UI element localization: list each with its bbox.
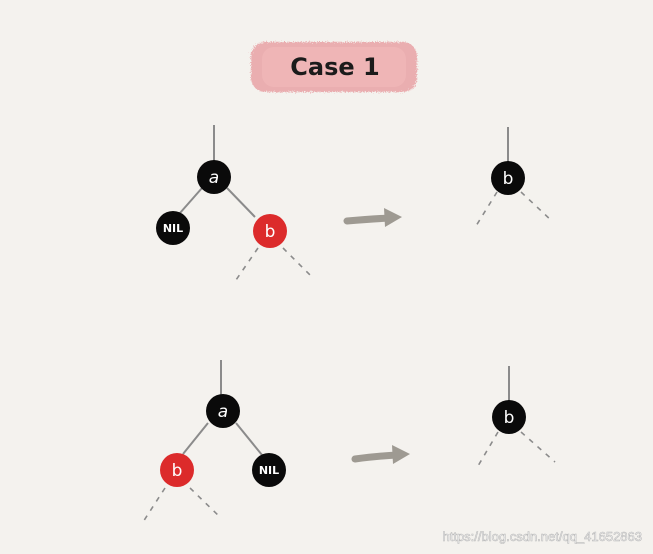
node-b-black: b xyxy=(491,161,525,195)
node-b-black: b xyxy=(492,400,526,434)
bottom-transform-arrow xyxy=(351,445,410,464)
top-right-edge xyxy=(226,187,256,218)
node-nil: NIL xyxy=(156,211,190,245)
node-label: b xyxy=(503,169,514,189)
title-group: Case 1 xyxy=(251,42,417,92)
bottom-before-tree: a b NIL xyxy=(142,360,286,523)
node-label: b xyxy=(265,222,276,242)
page-title: Case 1 xyxy=(290,53,379,81)
bottom-left-child-left-edge xyxy=(142,487,166,523)
bottom-after-right-edge xyxy=(520,431,556,463)
node-b-red: b xyxy=(160,453,194,487)
node-label: b xyxy=(504,408,515,428)
node-label: NIL xyxy=(163,222,183,235)
top-right-child-right-edge xyxy=(282,247,314,279)
title-highlight-inner xyxy=(262,47,406,87)
bottom-after-tree: b xyxy=(477,366,556,467)
node-nil: NIL xyxy=(252,453,286,487)
node-b-red: b xyxy=(253,214,287,248)
node-label: b xyxy=(172,461,183,481)
node-a: a xyxy=(197,160,231,194)
node-label: a xyxy=(209,168,219,188)
node-label: NIL xyxy=(259,464,279,477)
arrow-head xyxy=(392,445,410,464)
watermark: https://blog.csdn.net/qq_41652863 xyxy=(443,529,643,544)
arrow-shaft xyxy=(343,214,394,225)
top-right-child-left-edge xyxy=(235,247,259,281)
top-after-tree: b xyxy=(475,127,554,227)
bottom-left-edge xyxy=(182,422,209,455)
bottom-left-child-right-edge xyxy=(189,487,222,519)
top-transform-arrow xyxy=(343,208,402,227)
arrow-head xyxy=(384,208,402,227)
top-before-tree: a NIL b xyxy=(156,125,314,281)
top-left-edge xyxy=(179,187,203,214)
node-a: a xyxy=(206,394,240,428)
node-label: a xyxy=(218,402,228,422)
top-after-left-edge xyxy=(475,191,498,227)
arrow-shaft xyxy=(351,451,401,463)
top-after-right-edge xyxy=(520,191,554,223)
bottom-right-edge xyxy=(235,422,263,456)
bottom-after-left-edge xyxy=(477,431,499,467)
